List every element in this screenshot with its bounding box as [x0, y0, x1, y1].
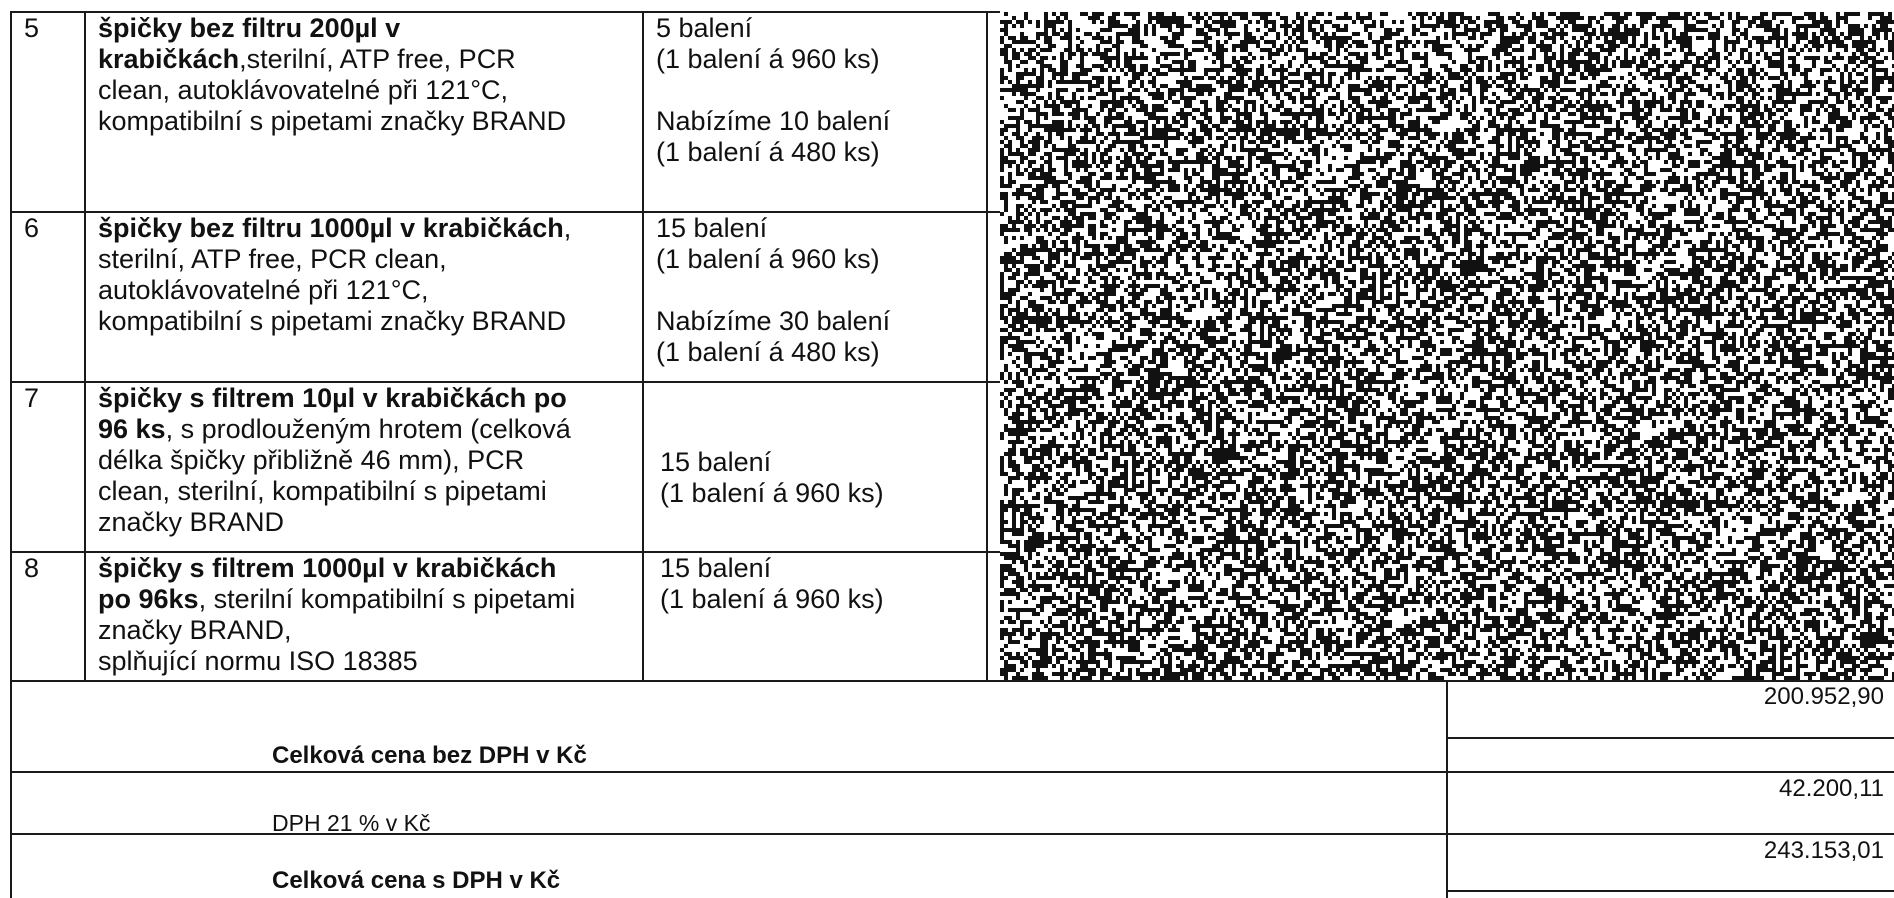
description-line: kompatibilní s pipetami značky BRAND	[98, 306, 571, 337]
quantity-line: (1 balení á 480 ks)	[656, 137, 880, 167]
description-text: , s prodlouženým hrotem (celková	[165, 414, 571, 444]
description-line: splňující normu ISO 18385	[98, 646, 575, 677]
item-quantity: 5 balení(1 balení á 960 ks) Nabízíme 10 …	[656, 13, 890, 168]
total-without-vat-value: 200.952,90	[1763, 683, 1884, 710]
column-divider	[986, 11, 988, 680]
quantity-line: 5 balení	[656, 13, 753, 43]
value-underline	[1446, 737, 1894, 739]
vat-label: DPH 21 % v Kč	[272, 810, 431, 836]
description-line: špičky s filtrem 10µl v krabičkách po	[98, 383, 571, 414]
description-line: špičky bez filtru 200µl v	[98, 13, 566, 44]
description-text: clean, sterilní, kompatibilní s pipetami	[98, 476, 547, 506]
description-text: autoklávovatelné při 121°C,	[98, 275, 429, 305]
table-top-border	[10, 11, 1000, 13]
description-text: , sterilní kompatibilní s pipetami	[198, 584, 576, 614]
item-number: 5	[24, 13, 40, 43]
description-line: sterilní, ATP free, PCR clean,	[98, 244, 571, 275]
item-quantity: 15 balení(1 balení á 960 ks)	[660, 553, 884, 615]
totals-divider	[10, 771, 1894, 773]
description-line: špičky bez filtru 1000µl v krabičkách,	[98, 213, 571, 244]
description-line: clean, sterilní, kompatibilní s pipetami	[98, 476, 571, 507]
item-number: 8	[24, 553, 40, 583]
quantity-line: (1 balení á 480 ks)	[656, 337, 880, 367]
description-bold-text: špičky bez filtru 200µl v	[98, 13, 401, 43]
row-divider	[10, 211, 1000, 213]
description-line: značky BRAND,	[98, 615, 575, 646]
description-line: značky BRAND	[98, 507, 571, 538]
description-bold-text: krabičkách	[98, 44, 240, 74]
description-text: sterilní, ATP free, PCR clean,	[98, 244, 447, 274]
description-bold-text: špičky s filtrem 10µl v krabičkách po	[98, 383, 567, 413]
quantity-line: 15 balení	[660, 553, 772, 583]
description-line: clean, autoklávovatelné při 121°C,	[98, 75, 566, 106]
noise-dots	[1000, 12, 1894, 680]
description-line: špičky s filtrem 1000µl v krabičkách	[98, 553, 575, 584]
item-number: 6	[24, 213, 40, 243]
row-divider	[10, 551, 1000, 553]
description-text: ,sterilní, ATP free, PCR	[239, 44, 516, 74]
row-divider	[10, 381, 1000, 383]
total-with-vat-label: Celková cena s DPH v Kč	[272, 867, 561, 894]
quantity-line: Nabízíme 30 balení	[656, 306, 891, 336]
description-text: ,	[563, 213, 572, 243]
item-number: 7	[24, 383, 40, 413]
redacted-price-block	[1000, 12, 1894, 680]
description-bold-text: špičky bez filtru 1000µl v krabičkách	[98, 213, 564, 243]
column-divider	[84, 11, 86, 680]
quantity-line	[656, 75, 890, 106]
noise-pattern	[1000, 12, 1894, 680]
vat-value: 42.200,11	[1779, 775, 1884, 802]
quantity-line: (1 balení á 960 ks)	[660, 478, 884, 508]
totals-divider	[10, 833, 1894, 835]
description-bold-text: po 96ks	[98, 584, 199, 614]
column-divider	[642, 11, 644, 680]
description-text: délka špičky přibližně 46 mm), PCR	[98, 445, 525, 475]
description-line: 96 ks, s prodlouženým hrotem (celková	[98, 414, 571, 445]
description-text: kompatibilní s pipetami značky BRAND	[98, 306, 567, 336]
description-line: po 96ks, sterilní kompatibilní s pipetam…	[98, 584, 575, 615]
description-text: clean, autoklávovatelné při 121°C,	[98, 75, 509, 105]
quantity-line: 15 balení	[656, 213, 768, 243]
description-text: splňující normu ISO 18385	[98, 646, 418, 676]
totals-top-border	[10, 680, 1894, 682]
value-underline	[1446, 890, 1894, 892]
quantity-line: 15 balení	[660, 447, 772, 477]
quantity-line: (1 balení á 960 ks)	[660, 584, 884, 614]
description-line: délka špičky přibližně 46 mm), PCR	[98, 445, 571, 476]
quantity-line: (1 balení á 960 ks)	[656, 244, 880, 274]
column-divider	[10, 11, 12, 898]
item-description: špičky bez filtru 1000µl v krabičkách,st…	[98, 213, 571, 337]
description-line: kompatibilní s pipetami značky BRAND	[98, 106, 566, 137]
quantity-line: (1 balení á 960 ks)	[656, 44, 880, 74]
description-text: značky BRAND	[98, 507, 285, 537]
description-text: kompatibilní s pipetami značky BRAND	[98, 106, 567, 136]
item-quantity: 15 balení(1 balení á 960 ks) Nabízíme 30…	[656, 213, 890, 368]
quantity-line	[656, 275, 890, 306]
description-bold-text: špičky s filtrem 1000µl v krabičkách	[98, 553, 557, 583]
description-line: krabičkách,sterilní, ATP free, PCR	[98, 44, 566, 75]
description-line: autoklávovatelné při 121°C,	[98, 275, 571, 306]
totals-column-divider	[1446, 680, 1448, 898]
description-bold-text: 96 ks	[98, 414, 166, 444]
quantity-line: Nabízíme 10 balení	[656, 106, 891, 136]
total-with-vat-value: 243.153,01	[1763, 837, 1884, 864]
item-quantity: 15 balení(1 balení á 960 ks)	[660, 447, 884, 509]
description-text: značky BRAND,	[98, 615, 292, 645]
total-without-vat-label: Celková cena bez DPH v Kč	[272, 742, 587, 769]
